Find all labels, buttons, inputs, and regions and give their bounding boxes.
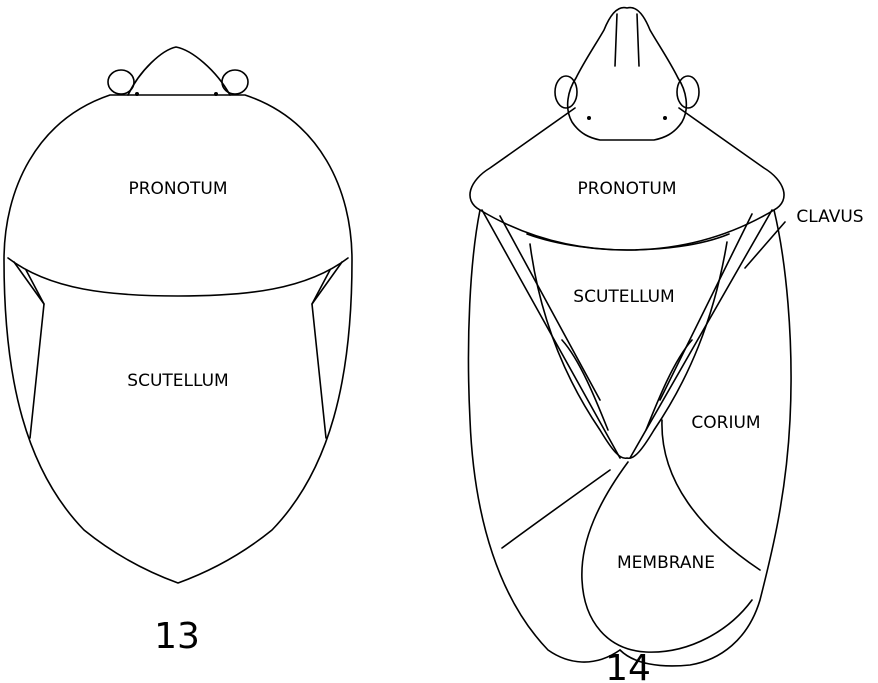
- fig14-left-eye-outline: [555, 76, 577, 108]
- fig14-scutellum-label: SCUTELLUM: [573, 287, 674, 307]
- fig14-corium-label: CORIUM: [691, 413, 760, 433]
- fig14-left-hemelytron: [468, 210, 620, 662]
- fig13-pronotum-label: PRONOTUM: [128, 179, 227, 199]
- figure-13: PRONOTUM SCUTELLUM 13: [4, 47, 352, 657]
- fig14-tylus-right: [637, 14, 639, 66]
- fig14-clavus-pointer: [745, 222, 785, 268]
- fig14-right-hemelytron: [620, 210, 791, 666]
- fig14-tylus-left: [615, 14, 617, 66]
- fig13-right-eye-outline: [222, 70, 248, 94]
- fig13-head: [128, 47, 230, 95]
- fig13-right-edge-inner: [312, 270, 330, 304]
- fig13-left-hemelytron-edge: [14, 262, 44, 438]
- fig14-right-eye-outline: [677, 76, 699, 108]
- fig13-pronotum-margin: [8, 258, 348, 296]
- fig14-right-ocellus: [663, 116, 667, 120]
- fig13-right-hemelytron-edge: [312, 262, 342, 438]
- fig14-left-clavus-inner: [500, 216, 600, 400]
- fig13-number: 13: [154, 616, 200, 657]
- fig14-pronotum-label: PRONOTUM: [577, 179, 676, 199]
- fig14-right-corium-suture: [662, 420, 760, 570]
- fig14-left-membrane-suture: [502, 470, 610, 548]
- fig13-left-eye-outline: [108, 70, 134, 94]
- fig13-body-outline: [4, 95, 352, 583]
- fig14-left-ocellus: [587, 116, 591, 120]
- fig14-scutellum-inner-left: [562, 340, 608, 430]
- figure-14: PRONOTUM CLAVUS SCUTELLUM CORIUM MEMBRAN…: [468, 8, 863, 683]
- fig14-number: 14: [605, 648, 651, 683]
- fig13-left-edge-inner: [26, 270, 44, 304]
- fig14-clavus-label: CLAVUS: [796, 207, 863, 227]
- fig13-scutellum-label: SCUTELLUM: [127, 371, 228, 391]
- fig14-head: [568, 8, 687, 140]
- fig14-membrane-label: MEMBRANE: [617, 553, 715, 573]
